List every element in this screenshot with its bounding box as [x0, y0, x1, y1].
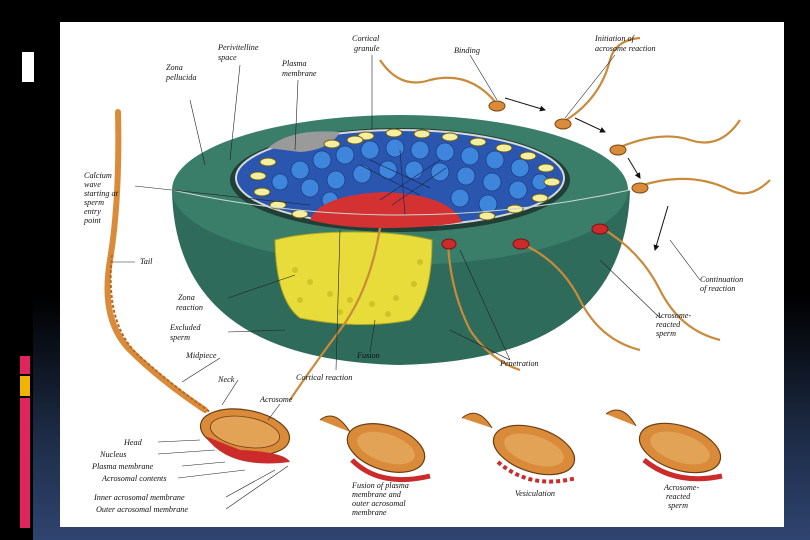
label-fusion-membranes-1: Fusion of plasma	[351, 481, 409, 490]
label-initiation-2: acrosome reaction	[595, 44, 656, 53]
label-nucleus: Nucleus	[99, 450, 126, 459]
label-cortical-granule-1: Cortical	[352, 34, 380, 43]
label-calcium-3: starting at	[84, 189, 119, 198]
incoming-sperm-tails	[289, 36, 771, 401]
label-midpiece: Midpiece	[185, 351, 217, 360]
label-plasma-membrane-2: membrane	[282, 69, 317, 78]
label-zona-reaction-1: Zona	[178, 293, 195, 302]
egg-cross-section	[171, 115, 631, 365]
slide-deco-white	[19, 52, 34, 82]
sequence-arrows	[504, 97, 669, 251]
label-fusion: Fusion	[356, 351, 380, 360]
label-cortical-granule-2: granule	[354, 44, 380, 53]
slide-deco-pink	[20, 356, 30, 374]
spindle-lines	[359, 149, 447, 216]
label-reacted-sperm-3: sperm	[668, 501, 688, 510]
label-excluded-1: Excluded	[169, 323, 201, 332]
label-zona-pellucida-1: Zona	[166, 63, 183, 72]
diagram-labels: Zona pellucida Perivitelline space Plasm…	[83, 34, 743, 517]
label-acrosome-reacted-1: Acrosome-	[655, 311, 691, 320]
label-penetration: Penetration	[499, 359, 539, 368]
calcium-wave-zone	[310, 192, 462, 228]
label-head: Head	[123, 438, 143, 447]
slide-deco-gold	[20, 376, 30, 396]
zona-cut-edge	[171, 189, 631, 216]
label-acrosome-reacted-2: reacted	[656, 320, 681, 329]
label-calcium-2: wave	[84, 180, 101, 189]
label-plasma-membrane-lower: Plasma membrane	[91, 462, 154, 471]
leader-lines	[112, 54, 701, 510]
cortical-granules	[249, 128, 561, 221]
label-calcium-4: sperm	[84, 198, 104, 207]
label-zona-reaction-2: reaction	[176, 303, 203, 312]
label-neck: Neck	[217, 375, 235, 384]
label-fusion-membranes-3: outer acrosomal	[352, 499, 406, 508]
label-acrosome-reacted-3: sperm	[656, 329, 676, 338]
label-fusion-membranes-4: membrane	[352, 508, 387, 517]
large-sperm	[104, 109, 291, 464]
label-inner-acrosomal: Inner acrosomal membrane	[93, 493, 185, 502]
label-fusion-membranes-2: membrane and	[352, 490, 402, 499]
zona-reaction-texture	[292, 259, 423, 317]
label-initiation-1: Initiation of	[594, 34, 636, 43]
slide-deco-pink-long	[20, 398, 30, 528]
zona-reaction-region	[274, 231, 433, 326]
grey-cap	[268, 131, 340, 152]
sperm-stage-reacted	[605, 409, 723, 482]
label-tail: Tail	[140, 257, 153, 266]
label-binding: Binding	[454, 46, 480, 55]
label-acrosomal-contents: Acrosomal contents	[101, 474, 167, 483]
label-perivitelline-2: space	[218, 53, 237, 62]
sperm-stage-fusion	[319, 415, 431, 483]
label-continuation-1: Continuation	[700, 275, 743, 284]
cytoplasm-granules	[271, 138, 549, 214]
label-continuation-2: of reaction	[700, 284, 735, 293]
label-excluded-2: sperm	[170, 333, 190, 342]
label-outer-acrosomal: Outer acrosomal membrane	[96, 505, 188, 514]
label-zona-pellucida-2: pellucida	[165, 73, 196, 82]
label-plasma-membrane-1: Plasma	[281, 59, 307, 68]
incoming-sperm-heads	[441, 100, 649, 250]
label-reacted-sperm-1: Acrosome-	[663, 483, 699, 492]
sperm-stage-vesiculation	[461, 412, 577, 484]
label-calcium-5: entry	[84, 207, 101, 216]
label-vesiculation: Vesiculation	[515, 489, 555, 498]
label-calcium-6: point	[83, 216, 102, 225]
label-reacted-sperm-2: reacted	[666, 492, 691, 501]
label-acrosome: Acrosome	[259, 395, 293, 404]
label-perivitelline-1: Perivitelline	[217, 43, 259, 52]
label-calcium-1: Calcium	[84, 171, 112, 180]
label-cortical-reaction: Cortical reaction	[296, 373, 352, 382]
